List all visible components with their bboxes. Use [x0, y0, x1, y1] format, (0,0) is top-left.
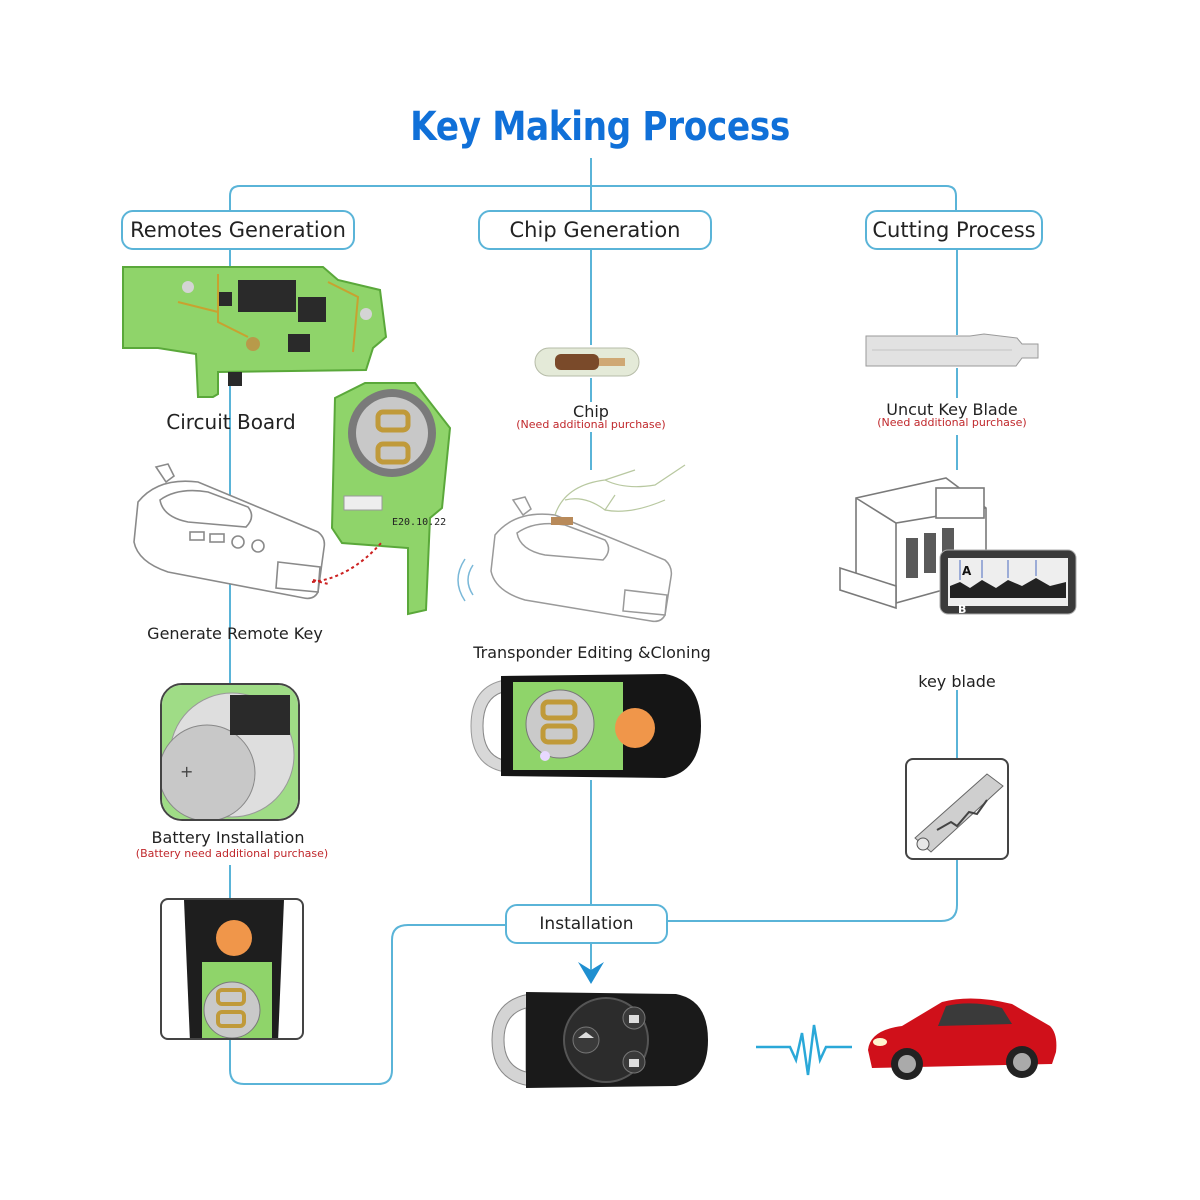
key-blade-label: key blade — [918, 672, 996, 691]
chip-icon — [534, 347, 640, 377]
key-programmer-icon — [133, 463, 328, 600]
header-cutting-process: Cutting Process — [865, 210, 1043, 250]
battery-icon: + — [162, 685, 298, 819]
key-cutting-machine-icon: A B — [839, 477, 1077, 616]
svg-text:A: A — [962, 564, 972, 578]
key-blade-icon — [865, 333, 1039, 367]
arrow-down-icon — [578, 962, 604, 984]
battery-installation-label: Battery Installation — [151, 828, 305, 847]
dotted-link — [311, 541, 383, 583]
key-programmer-icon — [457, 464, 686, 623]
svg-text:+: + — [180, 762, 193, 781]
remote-key-icon — [491, 992, 708, 1088]
page-title: Key Making Process — [410, 104, 790, 150]
battery-installation-photo: + — [160, 683, 300, 821]
signal-pulse-icon — [756, 1024, 852, 1076]
remote-key-icon — [470, 674, 701, 778]
uncut-key-blade-label: Uncut Key Blade — [886, 400, 1018, 419]
cut-key-blade-photo — [905, 758, 1009, 860]
battery-purchase-note: (Battery need additional purchase) — [135, 847, 329, 860]
svg-text:B: B — [958, 603, 966, 616]
board-date-text: E20.10.22 — [392, 517, 446, 528]
circuit-board-label: Circuit Board — [166, 410, 296, 434]
chip-label: Chip — [573, 402, 609, 421]
installation-box: Installation — [505, 904, 668, 944]
circuit-board-icon — [122, 266, 388, 398]
remote-case-photo — [160, 898, 304, 1040]
blade-purchase-note: (Need additional purchase) — [877, 416, 1027, 429]
car-icon — [868, 998, 1057, 1080]
chip-purchase-note: (Need additional purchase) — [516, 418, 666, 431]
remote-key-icon — [184, 900, 284, 1038]
transponder-editing-label: Transponder Editing &Cloning — [473, 643, 711, 662]
key-blade-icon — [914, 773, 1004, 853]
generate-remote-key-label: Generate Remote Key — [147, 624, 323, 643]
header-remotes-generation: Remotes Generation — [121, 210, 355, 250]
header-chip-generation: Chip Generation — [478, 210, 712, 250]
circuit-board-icon: E20.10.22 — [330, 382, 452, 616]
